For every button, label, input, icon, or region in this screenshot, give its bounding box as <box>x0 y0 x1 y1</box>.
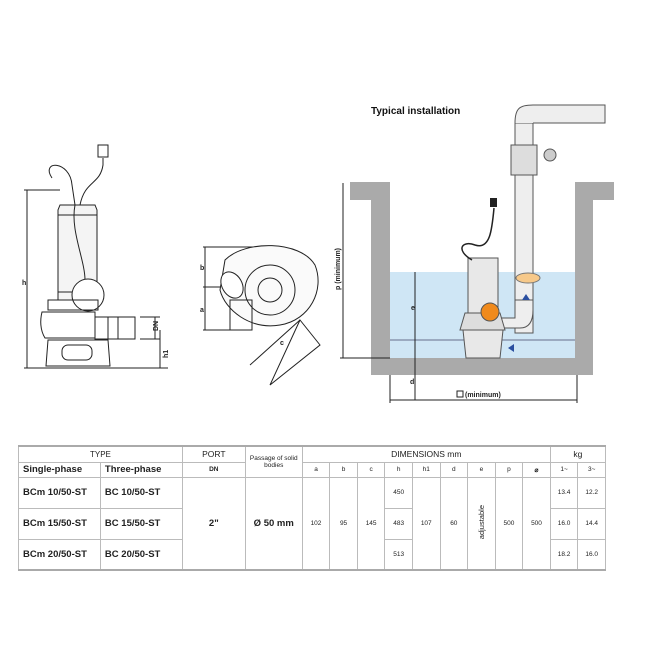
single-phase-model: BCm 15/50-ST <box>18 507 101 540</box>
type-header: TYPE <box>18 445 183 463</box>
dim-label-h: h <box>22 280 26 287</box>
port-value: 2" <box>181 476 246 571</box>
dim-label-c: c <box>280 340 284 347</box>
single-phase-header: Single-phase <box>18 461 101 478</box>
installation-title: Typical installation <box>371 106 461 117</box>
three-phase-header: Three-phase <box>99 461 183 478</box>
specs-table: TYPE PORT Passage of solid bodies DIMENS… <box>18 445 607 571</box>
dim-label-p-minimum: p (minimum) <box>335 248 342 290</box>
kg-3phase-value: 16.0 <box>577 538 606 571</box>
table-row: BCm 15/50-ST BC 15/50-ST 483 16.0 14.4 <box>18 507 606 540</box>
pump-top-view: b a c <box>200 245 321 386</box>
dn-header: DN <box>181 461 246 478</box>
passage-header: Passage of solid bodies <box>244 445 303 478</box>
col-a: a <box>301 461 331 478</box>
h-value: 483 <box>384 507 413 540</box>
technical-drawings: h DN h1 b a c <box>22 104 614 403</box>
a-value: 102 <box>301 476 331 571</box>
passage-value: Ø 50 mm <box>244 476 303 571</box>
col-c: c <box>356 461 386 478</box>
diameter-icon <box>456 390 464 398</box>
kg-1phase-value: 16.0 <box>549 507 579 540</box>
installation-diagram: p (minimum) e d (minimum) <box>335 104 614 403</box>
c-value: 145 <box>356 476 386 571</box>
kg-1phase-value: 13.4 <box>549 476 579 509</box>
pump-side-view: h DN h1 <box>22 144 170 369</box>
col-b: b <box>329 461 358 478</box>
three-phase-model: BC 10/50-ST <box>99 476 183 509</box>
dim-label-diameter-minimum: (minimum) <box>465 392 501 399</box>
kg-header: kg <box>549 445 607 463</box>
three-phase-model: BC 20/50-ST <box>99 538 183 571</box>
kg-1phase-value: 18.2 <box>549 538 579 571</box>
dim-label-dn: DN <box>153 321 160 331</box>
col-h1: h1 <box>411 461 441 478</box>
col-e: e <box>467 461 496 478</box>
col-d: d <box>439 461 469 478</box>
b-value: 95 <box>329 476 358 571</box>
h1-value: 107 <box>411 476 441 571</box>
col-h: h <box>384 461 413 478</box>
port-header: PORT <box>181 445 246 463</box>
dim-label-h1: h1 <box>163 350 170 358</box>
dimensions-header: DIMENSIONS mm <box>301 445 551 463</box>
three-phase-model: BC 15/50-ST <box>99 507 183 540</box>
dim-label-d: d <box>410 379 414 386</box>
table-row: BCm 20/50-ST BC 20/50-ST 513 18.2 16.0 <box>18 538 606 571</box>
single-phase-model: BCm 20/50-ST <box>18 538 101 571</box>
table-row: BCm 10/50-ST BC 10/50-ST 2" Ø 50 mm 102 … <box>18 476 606 571</box>
dim-label-a: a <box>200 307 204 314</box>
col-p: p <box>494 461 524 478</box>
kg-3phase-value: 12.2 <box>577 476 606 509</box>
h-value: 450 <box>384 476 413 509</box>
col-diameter: ⌀ <box>522 461 551 478</box>
dim-label-e: e <box>411 305 415 312</box>
h-value: 513 <box>384 538 413 571</box>
p-value: 500 <box>494 476 524 571</box>
d-value: 60 <box>439 476 469 571</box>
diameter-value: 500 <box>522 476 551 571</box>
kg-3phase-value: 14.4 <box>577 507 606 540</box>
e-value: adjustable <box>476 505 486 540</box>
col-kg-1phase: 1~ <box>549 461 579 478</box>
single-phase-model: BCm 10/50-ST <box>18 476 101 509</box>
col-kg-3phase: 3~ <box>577 461 606 478</box>
dim-label-b: b <box>200 265 204 272</box>
